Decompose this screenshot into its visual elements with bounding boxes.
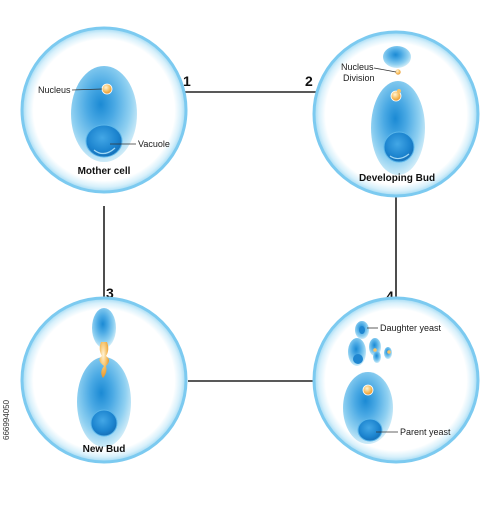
mother-cell [71, 66, 137, 162]
nucleus-division-label-line1: Nucleus [341, 62, 374, 72]
developing-bud-title: Developing Bud [359, 173, 435, 184]
vacuole [383, 131, 415, 163]
daughter-yeast-cluster [348, 321, 392, 366]
panel-developing-bud: Nucleus Division Developing Bud [312, 30, 480, 198]
new-bud-title: New Bud [83, 444, 126, 455]
parent-yeast-cell [343, 372, 393, 444]
panel-mother-cell: Nucleus Vacuole Mother cell [20, 26, 188, 194]
vacuole-label: Vacuole [138, 139, 170, 149]
nucleus-division-pointer [373, 67, 397, 73]
mother-cell-title: Mother cell [78, 166, 131, 177]
nucleus [362, 384, 374, 396]
step-number-4: 4 [386, 288, 394, 304]
connector-lines [103, 91, 397, 382]
nucleus-bottom [390, 90, 402, 102]
step-number-2: 2 [305, 73, 313, 89]
step-number-3: 3 [106, 285, 114, 301]
dividing-nucleus [99, 342, 109, 378]
vacuole [85, 124, 123, 158]
step-number-1: 1 [183, 73, 191, 89]
daughter-yeast-label: Daughter yeast [380, 323, 442, 333]
new-bud-cell [77, 308, 131, 447]
nucleus-division-label-line2: Division [343, 73, 375, 83]
panel-daughter-parent: Daughter yeast Parent yeast [312, 296, 480, 464]
vacuole [90, 409, 118, 437]
bud [383, 46, 411, 68]
nucleus-label: Nucleus [38, 85, 71, 95]
parent-yeast-label: Parent yeast [400, 427, 451, 437]
vacuole [357, 418, 383, 442]
nucleus [101, 83, 113, 95]
side-id-text: 666994050 [2, 399, 11, 440]
nucleus-pointer [71, 88, 103, 91]
developing-bud-cell [371, 46, 425, 175]
bud [92, 308, 116, 348]
panel-new-bud: New Bud [20, 296, 188, 464]
